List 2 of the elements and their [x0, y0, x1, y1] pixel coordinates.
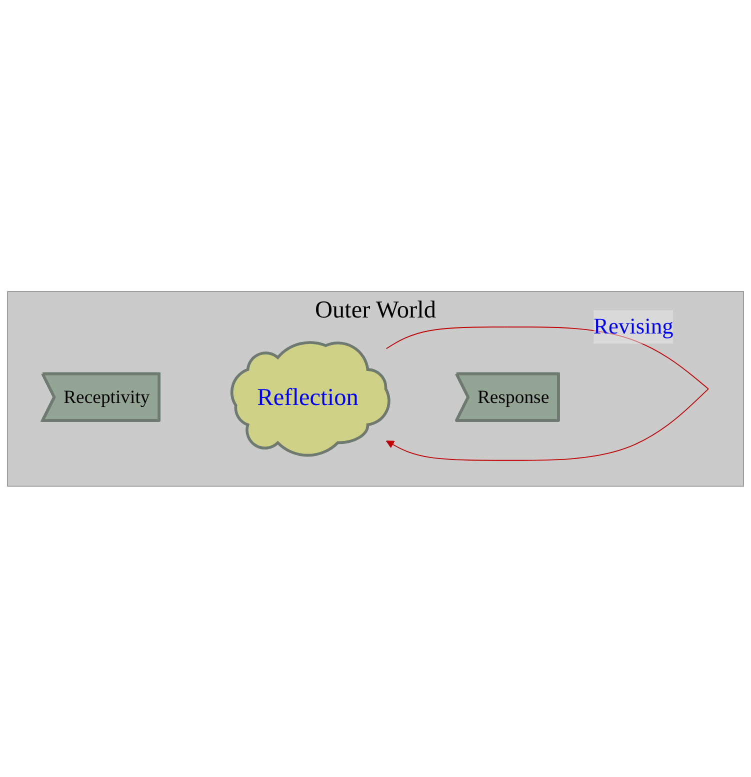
edge-label: Revising: [594, 313, 674, 341]
curved-arrow: [386, 326, 709, 460]
